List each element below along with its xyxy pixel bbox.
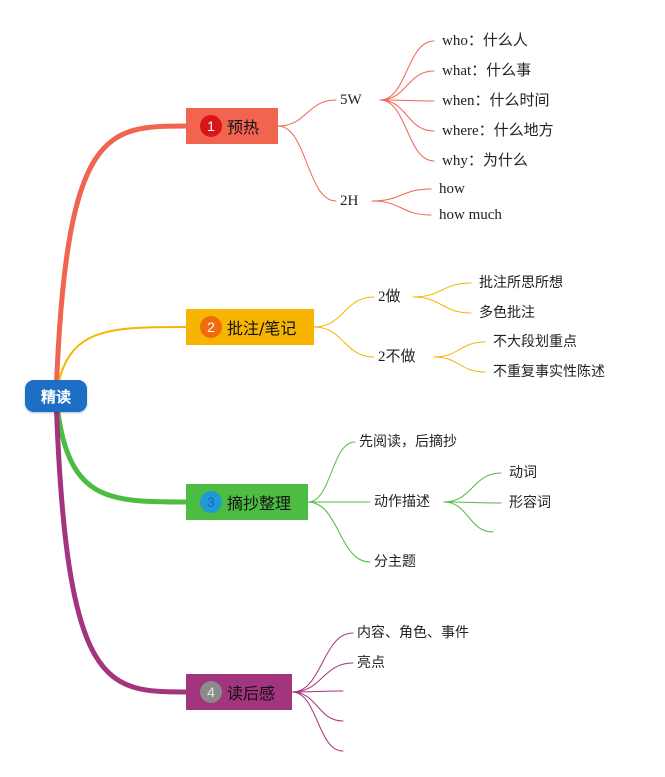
edge-branch-sub-1-2: [277, 125, 337, 202]
edge-sub-leaf-1-2-1: [371, 188, 432, 202]
edge-branch-sub-4-4: [291, 691, 344, 722]
leaf-node-2-2-2[interactable]: 不重复事实性陈述: [493, 364, 605, 380]
sub-node-3-1[interactable]: 先阅读，后摘抄: [359, 434, 457, 450]
edge-sub-leaf-1-2-2: [371, 200, 432, 216]
edge-branch-sub-2-2: [313, 326, 375, 358]
edge-branch-sub-4-5: [291, 691, 344, 752]
sub-node-4-1[interactable]: 内容、角色、事件: [357, 625, 469, 641]
edge-sub-leaf-2-1-2: [412, 296, 472, 314]
root-node[interactable]: 精读: [25, 380, 87, 412]
number-badge-icon: 2: [200, 316, 222, 338]
leaf-node-1-1-3[interactable]: when：什么时间: [442, 93, 550, 109]
edge-root-branch-2: [55, 326, 189, 397]
number-badge-icon: 1: [200, 115, 222, 137]
leaf-node-1-2-2[interactable]: how much: [439, 207, 502, 223]
branch-node-2[interactable]: 2 批注/笔记: [186, 309, 314, 345]
leaf-node-3-2-1[interactable]: 动词: [509, 465, 537, 481]
number-badge-icon: 3: [200, 491, 222, 513]
edge-sub-leaf-3-2-1: [443, 472, 502, 503]
edge-sub-leaf-3-2-2: [443, 501, 502, 504]
leaf-node-1-1-5[interactable]: why：为什么: [442, 153, 528, 169]
edge-branch-sub-4-3: [291, 690, 344, 693]
sub-node-2-1[interactable]: 2做: [378, 289, 401, 305]
branch-label: 读后感: [227, 684, 276, 703]
sub-node-3-2[interactable]: 动作描述: [374, 494, 430, 510]
sub-node-2-2[interactable]: 2不做: [378, 349, 416, 365]
edge-sub-leaf-1-1-3: [379, 99, 435, 102]
leaf-node-3-2-2[interactable]: 形容词: [509, 495, 551, 511]
root-label: 精读: [40, 387, 71, 406]
edge-branch-sub-3-3: [307, 501, 371, 563]
edge-branch-sub-2-1: [313, 296, 375, 328]
leaf-node-1-1-4[interactable]: where：什么地方: [442, 123, 554, 139]
edge-sub-leaf-1-1-4: [379, 99, 435, 132]
edge-sub-leaf-3-2-3: [443, 501, 494, 533]
edge-sub-leaf-2-1-1: [412, 282, 472, 298]
sub-node-1-2[interactable]: 2H: [340, 193, 359, 209]
sub-node-3-3[interactable]: 分主题: [374, 554, 416, 570]
edge-branch-sub-1-1: [277, 99, 337, 127]
leaf-node-2-1-1[interactable]: 批注所思所想: [479, 275, 563, 291]
sub-node-4-2[interactable]: 亮点: [357, 655, 385, 671]
edge-sub-leaf-1-1-1: [379, 40, 435, 101]
sub-node-1-1[interactable]: 5W: [340, 92, 362, 108]
leaf-node-1-2-1[interactable]: how: [439, 181, 465, 197]
edge-root-branch-1: [53, 123, 191, 399]
leaf-node-2-1-2[interactable]: 多色批注: [479, 305, 535, 321]
branch-label: 预热: [227, 118, 260, 137]
edge-sub-leaf-2-2-2: [433, 356, 486, 373]
leaf-node-2-2-1[interactable]: 不大段划重点: [493, 334, 577, 350]
branch-label: 摘抄整理: [227, 494, 292, 513]
edge-sub-leaf-2-2-1: [433, 341, 486, 358]
branch-node-1[interactable]: 1 预热: [186, 108, 278, 144]
edge-sub-leaf-1-1-2: [379, 70, 435, 101]
edge-branch-sub-3-1: [307, 441, 356, 503]
number-badge-icon: 4: [200, 681, 222, 703]
branch-label: 批注/笔记: [227, 319, 297, 338]
edge-branch-sub-4-1: [291, 632, 354, 693]
leaf-node-1-1-1[interactable]: who：什么人: [442, 33, 528, 49]
edge-sub-leaf-1-1-5: [379, 99, 435, 162]
branch-node-4[interactable]: 4 读后感: [186, 674, 292, 710]
edge-branch-sub-4-2: [291, 662, 354, 693]
edge-root-branch-4: [53, 393, 191, 695]
leaf-node-1-1-2[interactable]: what：什么事: [442, 63, 532, 79]
branch-node-3[interactable]: 3 摘抄整理: [186, 484, 308, 520]
edge-root-branch-3: [53, 393, 191, 505]
